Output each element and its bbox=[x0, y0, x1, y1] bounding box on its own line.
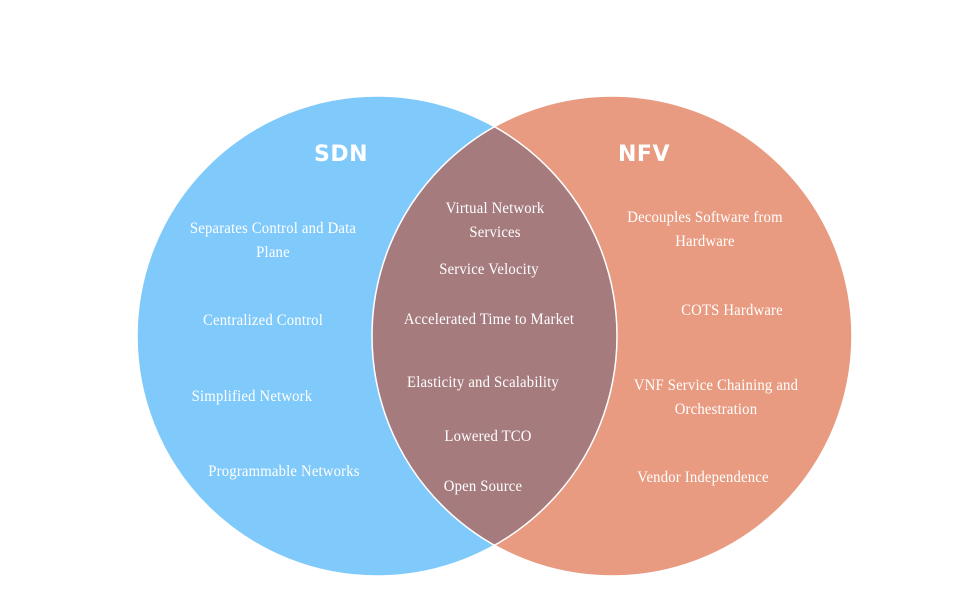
nfv-item-cots-hardware: COTS Hardware bbox=[681, 302, 783, 319]
sdn-item-programmable-networks: Programmable Networks bbox=[208, 463, 360, 480]
nfv-item-decouples-software: Decouples Software from Hardware bbox=[627, 209, 783, 250]
sdn-item-separates-control: Separates Control and Data Plane bbox=[189, 220, 357, 261]
overlap-item-accelerated-time: Accelerated Time to Market bbox=[403, 311, 575, 328]
nfv-item-vendor-independence: Vendor Independence bbox=[637, 469, 769, 486]
sdn-item-simplified-network: Simplified Network bbox=[191, 388, 313, 405]
sdn-item-centralized-control: Centralized Control bbox=[202, 312, 324, 329]
overlap-item-lowered-tco: Lowered TCO bbox=[444, 428, 532, 445]
overlap-item-service-velocity: Service Velocity bbox=[439, 261, 539, 278]
overlap-item-elasticity: Elasticity and Scalability bbox=[407, 374, 559, 391]
nfv-title: NFV bbox=[618, 142, 670, 167]
sdn-circle-outline bbox=[136, 95, 618, 577]
sdn-title: SDN bbox=[314, 142, 369, 167]
nfv-item-vnf-service-chaining: VNF Service Chaining and Orchestration bbox=[633, 377, 799, 418]
overlap-item-open-source: Open Source bbox=[443, 478, 523, 495]
overlap-item-virtual-network-services: Virtual Network Services bbox=[445, 200, 545, 241]
nfv-circle-outline bbox=[371, 95, 853, 577]
overlap-region bbox=[372, 96, 617, 576]
